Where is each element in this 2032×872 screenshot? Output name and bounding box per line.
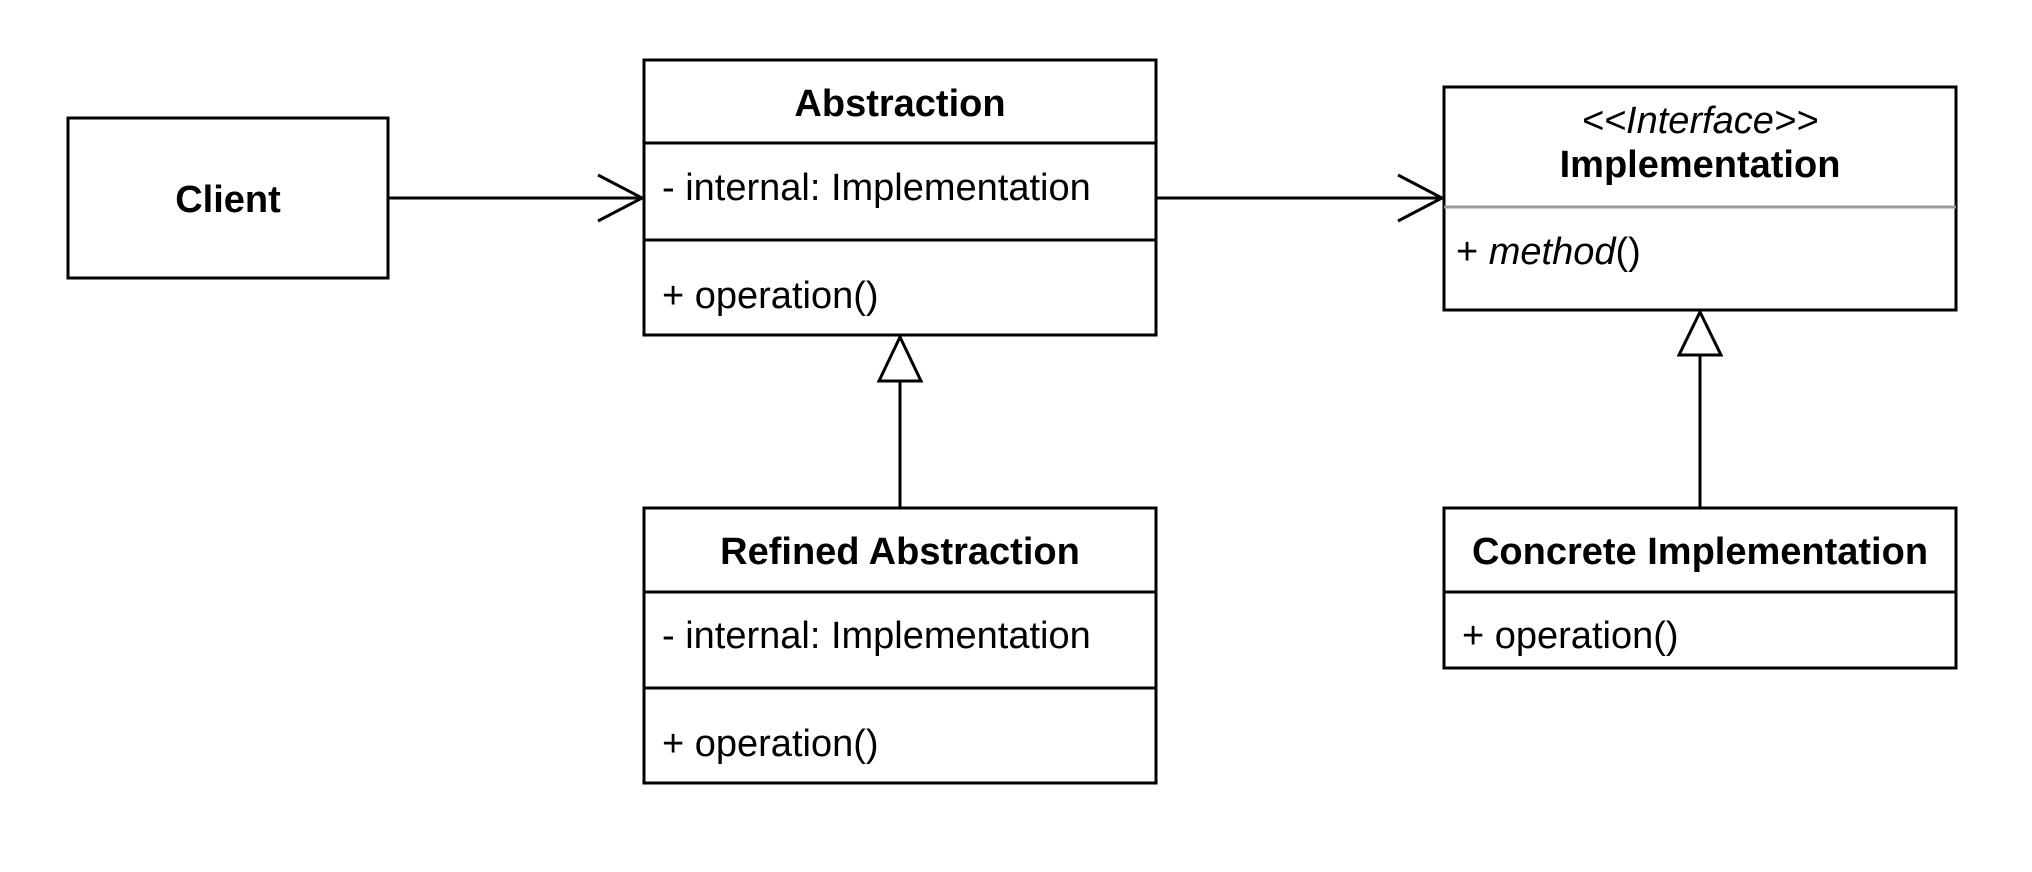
concrete-implementation-operation: + operation() [1462,615,1679,657]
implementation-method: + method() [1456,231,1641,273]
association-abstraction-to-implementation[interactable] [1156,173,1446,223]
hollow-triangle-arrowhead-icon [1676,308,1724,357]
concrete-implementation-class[interactable]: Concrete Implementation + operation() [1442,506,1958,670]
method-visibility: + [1456,231,1489,273]
generalization-refined-to-abstraction[interactable] [876,333,924,508]
implementation-interface[interactable]: <<Interface>> Implementation + method() [1442,85,1958,312]
implementation-interface-name: Implementation [1560,144,1841,186]
refined-abstraction-operation: + operation() [662,723,879,765]
abstraction-class[interactable]: Abstraction - internal: Implementation +… [642,58,1158,337]
association-client-to-abstraction[interactable] [388,173,646,223]
method-parens: () [1616,231,1641,273]
open-arrowhead-icon [597,173,646,223]
client-class-box [66,116,390,280]
refined-abstraction-attribute: - internal: Implementation [662,615,1091,657]
abstraction-class-name: Abstraction [794,83,1005,125]
abstraction-attribute: - internal: Implementation [662,167,1091,209]
open-arrowhead-icon [1397,173,1446,223]
hollow-triangle-arrowhead-icon [876,333,924,383]
abstraction-operation: + operation() [662,275,879,317]
refined-abstraction-class[interactable]: Refined Abstraction - internal: Implemen… [642,506,1158,785]
concrete-implementation-class-name: Concrete Implementation [1472,531,1928,573]
refined-abstraction-class-name: Refined Abstraction [720,531,1080,573]
realization-concrete-to-implementation[interactable] [1676,308,1724,508]
client-class-name: Client [175,179,281,221]
method-name: method [1489,231,1618,273]
refined-abstraction-class-box [642,506,1158,785]
client-class[interactable]: Client [66,116,390,280]
abstraction-class-box [642,58,1158,337]
implementation-stereotype: <<Interface>> [1582,100,1819,142]
